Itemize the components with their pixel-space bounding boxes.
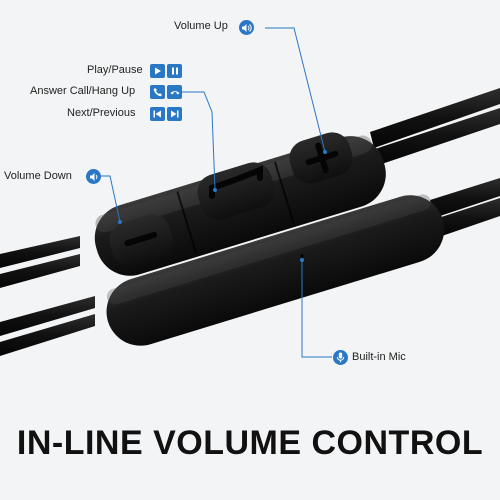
microphone-body — [106, 194, 445, 346]
play-icon — [150, 64, 165, 78]
cable-right — [370, 88, 500, 238]
leader-dots — [118, 150, 327, 262]
skip-previous-icon — [150, 107, 165, 121]
answer-call-label: Answer Call/Hang Up — [30, 85, 136, 97]
volume-up-label: Volume Up — [174, 20, 228, 32]
phone-icon — [150, 85, 165, 99]
speaker-quiet-icon — [86, 169, 101, 184]
volume-down-label: Volume Down — [4, 170, 72, 182]
skip-next-icon — [167, 107, 182, 121]
answer-call-button[interactable] — [193, 158, 279, 224]
volume-down-button[interactable] — [105, 210, 177, 270]
microphone-icon — [333, 350, 348, 365]
volume-up-button[interactable] — [285, 128, 357, 188]
microphone-hole — [300, 254, 304, 258]
page-title: IN-LINE VOLUME CONTROL — [16, 424, 484, 462]
built-in-mic-label: Built-in Mic — [352, 351, 406, 363]
next-previous-label: Next/Previous — [67, 107, 136, 119]
speaker-loud-icon — [239, 20, 254, 35]
play-pause-label: Play/Pause — [87, 64, 143, 76]
cable-left — [0, 236, 95, 356]
pause-icon — [167, 64, 182, 78]
hang-up-icon — [167, 85, 182, 99]
